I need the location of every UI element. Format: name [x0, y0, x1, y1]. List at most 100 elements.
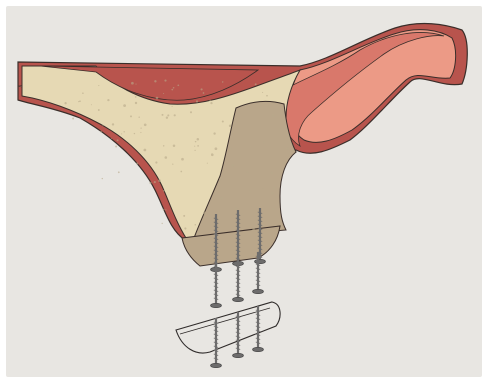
texture-speck — [165, 209, 166, 210]
texture-speck — [261, 105, 262, 106]
texture-speck — [134, 133, 135, 134]
texture-speck — [235, 207, 238, 210]
texture-speck — [250, 145, 251, 146]
texture-speck — [252, 228, 255, 231]
texture-speck — [173, 145, 176, 148]
texture-speck — [162, 114, 164, 116]
texture-speck — [98, 109, 100, 111]
texture-speck — [265, 165, 266, 166]
texture-speck — [190, 111, 192, 113]
texture-speck — [222, 81, 223, 82]
texture-speck — [163, 145, 164, 146]
texture-speck — [197, 138, 200, 141]
texture-speck — [222, 120, 224, 122]
texture-speck — [239, 178, 240, 179]
texture-speck — [164, 80, 166, 82]
texture-speck — [249, 191, 251, 193]
texture-speck — [115, 146, 117, 148]
texture-speck — [172, 106, 173, 107]
texture-speck — [155, 161, 157, 163]
texture-speck — [262, 188, 263, 189]
texture-speck — [78, 101, 79, 102]
texture-speck — [203, 92, 205, 94]
texture-speck — [215, 147, 218, 150]
texture-speck — [279, 128, 281, 130]
texture-speck — [107, 99, 109, 101]
texture-speck — [283, 162, 285, 164]
texture-speck — [154, 181, 156, 183]
texture-speck — [100, 131, 102, 133]
texture-speck — [158, 179, 161, 182]
texture-speck — [270, 172, 272, 174]
texture-speck — [163, 190, 165, 192]
texture-speck — [91, 104, 92, 105]
texture-speck — [195, 141, 197, 143]
texture-speck — [82, 92, 84, 94]
texture-speck — [173, 87, 175, 89]
texture-speck — [194, 146, 195, 147]
texture-speck — [272, 115, 275, 118]
texture-speck — [207, 163, 208, 164]
texture-speck — [163, 209, 165, 211]
texture-speck — [219, 178, 222, 181]
texture-speck — [72, 118, 74, 120]
texture-speck — [121, 133, 122, 134]
texture-speck — [183, 215, 185, 217]
texture-speck — [154, 80, 156, 82]
texture-speck — [144, 149, 147, 152]
texture-speck — [131, 82, 134, 85]
texture-speck — [165, 156, 168, 159]
texture-speck — [211, 153, 212, 154]
texture-speck — [275, 225, 276, 226]
texture-speck — [196, 100, 198, 102]
texture-speck — [140, 127, 141, 128]
texture-speck — [209, 100, 210, 101]
texture-speck — [79, 100, 81, 102]
texture-speck — [136, 162, 138, 164]
texture-speck — [246, 171, 248, 173]
texture-speck — [177, 84, 179, 86]
texture-speck — [250, 206, 251, 207]
texture-speck — [197, 145, 199, 147]
texture-speck — [123, 131, 124, 132]
texture-speck — [231, 164, 234, 167]
texture-speck — [244, 141, 245, 142]
texture-speck — [213, 132, 215, 134]
texture-speck — [266, 95, 268, 97]
texture-speck — [263, 141, 265, 143]
texture-speck — [255, 83, 257, 85]
texture-speck — [144, 123, 147, 126]
texture-speck — [130, 115, 132, 117]
texture-speck — [239, 154, 241, 156]
texture-speck — [280, 171, 282, 173]
texture-speck — [271, 192, 274, 195]
texture-speck — [174, 114, 176, 116]
texture-speck — [203, 212, 206, 215]
texture-speck — [184, 227, 186, 229]
texture-speck — [272, 208, 274, 210]
texture-speck — [287, 147, 290, 150]
texture-speck — [181, 158, 184, 161]
texture-speck — [135, 96, 137, 98]
texture-speck — [210, 102, 212, 104]
texture-speck — [149, 182, 151, 184]
texture-speck — [262, 92, 263, 93]
texture-speck — [162, 223, 163, 224]
texture-speck — [112, 123, 114, 125]
texture-speck — [111, 138, 112, 139]
texture-speck — [117, 139, 119, 141]
texture-speck — [118, 171, 120, 173]
texture-speck — [201, 88, 203, 90]
texture-speck — [220, 197, 223, 200]
texture-speck — [194, 150, 195, 151]
texture-speck — [102, 125, 103, 126]
texture-speck — [156, 97, 159, 100]
texture-speck — [167, 114, 169, 116]
texture-speck — [228, 153, 229, 154]
texture-speck — [171, 89, 173, 91]
texture-speck — [163, 93, 164, 94]
texture-speck — [140, 132, 141, 133]
texture-speck — [98, 85, 99, 86]
